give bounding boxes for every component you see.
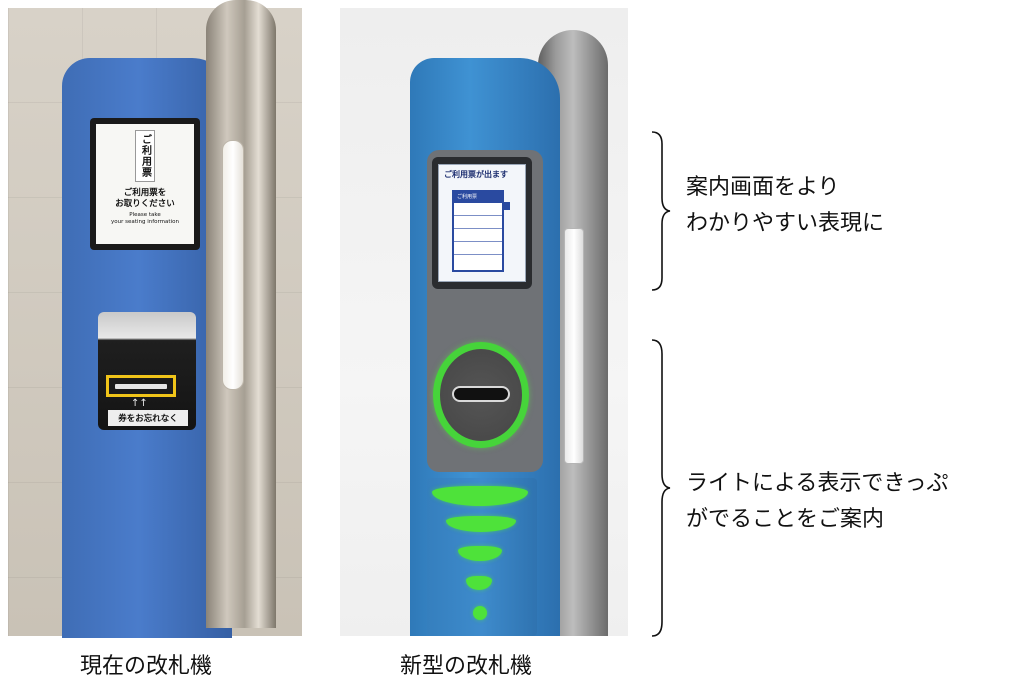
brace-light: [651, 339, 671, 637]
guide-light-bar-5: [473, 606, 487, 620]
brace-screen: [651, 131, 671, 291]
screen-ticket-header: ご利用票: [454, 192, 502, 203]
screen-ticket-row: [454, 242, 502, 255]
display-main-line1: ご利用票を: [123, 188, 167, 198]
new-gate-screen-title: ご利用票が出ます: [444, 170, 508, 179]
annotation-light-line2: がでることをご案内: [686, 507, 885, 532]
guide-light-bar-3: [458, 546, 502, 561]
current-gate-rail-light: [222, 140, 244, 390]
annotation-light: ライトによる表示できっぷ がでることをご案内: [686, 466, 948, 538]
display-main-line2: お取りください: [115, 199, 175, 209]
display-main-text: ご利用票を お取りください: [115, 188, 175, 210]
guide-light-bar-2: [446, 516, 516, 532]
annotation-light-line1: ライトによる表示できっぷ: [686, 471, 949, 496]
new-gate-screen-ticket-graphic: ご利用票: [452, 190, 504, 272]
display-english-text: Please take your seating information: [111, 212, 179, 226]
caption-new-gate: 新型の改札機: [400, 654, 533, 679]
display-vertical-label: ご利用票: [135, 130, 155, 182]
screen-scroll-indicator: [504, 202, 510, 210]
current-gate-display: ご利用票 ご利用票を お取りください Please take your seat…: [96, 124, 194, 244]
screen-ticket-row: [454, 203, 502, 216]
annotation-screen-line2: わかりやすい表現に: [686, 211, 885, 236]
new-gate-rail-light: [564, 228, 584, 464]
screen-ticket-row: [454, 216, 502, 229]
caption-current-gate: 現在の改札機: [80, 654, 213, 679]
display-english-line1: Please take: [129, 212, 161, 218]
guide-light-bar-4: [466, 576, 492, 590]
new-gate-green-ring-light: [433, 342, 529, 448]
arrow-up-icon: ↑↑: [131, 398, 148, 409]
new-gate-ticket-slot: [452, 386, 510, 402]
display-english-line2: your seating information: [111, 219, 179, 225]
annotation-screen-line1: 案内画面をより: [686, 175, 840, 200]
current-gate-ticket-slot: [106, 375, 176, 397]
screen-ticket-row: [454, 229, 502, 242]
guide-light-bar-1: [432, 486, 528, 506]
annotation-screen: 案内画面をより わかりやすい表現に: [686, 170, 884, 242]
ticket-reminder-label: 券をお忘れなく: [108, 410, 188, 426]
